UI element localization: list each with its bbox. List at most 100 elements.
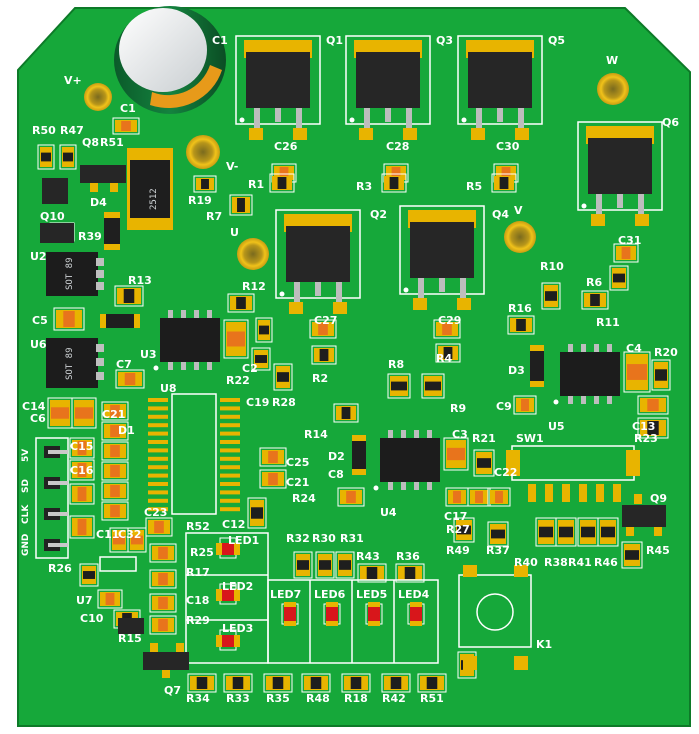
silk-label-q8: Q8: [82, 136, 99, 149]
mount-hole-v: [504, 221, 536, 253]
soic8-chip: [373, 430, 440, 491]
slide-switch-sw1: [506, 445, 640, 502]
led-frame: [185, 532, 439, 664]
header-label-5v: 5V: [21, 449, 31, 462]
smd-capacitor: [637, 395, 669, 415]
smd-capacitor: [69, 437, 95, 459]
silk-label-c25: C25: [286, 456, 309, 469]
silk-label-c29: C29: [438, 314, 461, 327]
smd-capacitor: [112, 117, 140, 135]
silk-label-r40: R40: [514, 556, 538, 569]
smd-resistor: [541, 282, 561, 310]
silk-label-d1: D1: [118, 424, 135, 437]
mosfet-package: [345, 35, 431, 140]
silk-label-c5: C5: [32, 314, 48, 327]
smd-capacitor: [149, 543, 177, 563]
smd-capacitor: [101, 461, 129, 481]
silk-label-led3: LED3: [222, 622, 253, 635]
silk-label-u3: U3: [140, 348, 157, 361]
silk-label-d2: D2: [328, 450, 345, 463]
pushbutton-k1: [458, 565, 532, 670]
silk-label-u4: U4: [380, 506, 397, 519]
smd-resistor: [581, 290, 609, 310]
smd-capacitor: [443, 437, 469, 471]
smd-resistor: [487, 521, 509, 547]
smd-resistor: [381, 173, 407, 193]
silk-label-c26: C26: [274, 140, 298, 153]
silk-label-r14: R14: [304, 428, 328, 441]
silk-label-r51b: R51: [420, 692, 444, 705]
silk-label-r8: R8: [388, 358, 404, 371]
smd-capacitor: [467, 487, 491, 507]
silk-label-q6: Q6: [662, 116, 679, 129]
smd-resistor: [335, 551, 355, 579]
smd-resistor: [357, 563, 387, 583]
silk-label-r33: R33: [226, 692, 250, 705]
transistor-q8: [80, 165, 126, 192]
transistor-misc: [42, 178, 144, 634]
smd-capacitor: [101, 421, 129, 441]
smd-led: [216, 629, 240, 651]
silk-label-u5: U5: [548, 420, 565, 433]
mount-hole-u: [237, 238, 269, 270]
soic8-chip: [553, 344, 620, 405]
smd-resistor: [269, 173, 295, 193]
mosfet-package: [275, 209, 361, 314]
electrolytic-capacitor: [114, 6, 226, 114]
smd-led: [407, 602, 425, 626]
smd-resistor: [251, 347, 271, 371]
soic-group: [153, 310, 620, 491]
silk-label-q5: Q5: [548, 34, 565, 47]
mount-hole-w: [597, 73, 629, 105]
smd-capacitor: [109, 527, 129, 553]
silk-label-c18: C18: [186, 594, 209, 607]
silk-label-c2: C2: [242, 362, 258, 375]
silk-label-r35: R35: [266, 692, 290, 705]
silk-label-k1: K1: [536, 638, 552, 651]
smd-capacitor: [127, 527, 147, 553]
silk-label-c21: C21: [102, 408, 125, 421]
silk-label-v_minus: V-: [226, 160, 238, 173]
smd-capacitor: [97, 589, 123, 609]
transistor-q9: [622, 494, 666, 536]
silk-label-c21b: C21: [286, 476, 309, 489]
mosfet-group: [235, 35, 663, 314]
silk-label-r32: R32: [286, 532, 310, 545]
silk-label-r49: R49: [446, 544, 470, 557]
silk-label-r5: R5: [466, 180, 482, 193]
silk-label-c17: C17: [444, 510, 467, 523]
silk-label-r37: R37: [486, 544, 510, 557]
smd-resistor: [315, 551, 335, 579]
silk-label-c23: C23: [144, 506, 167, 519]
silk-label-r45: R45: [646, 544, 670, 557]
silk-label-led1: LED1: [228, 534, 259, 547]
silk-label-w: W: [606, 54, 618, 67]
smd-capacitor: [69, 483, 95, 505]
silk-label-r25: R25: [190, 546, 214, 559]
smd-resistor: [473, 449, 495, 477]
silk-label-r34: R34: [186, 692, 210, 705]
smd-capacitor: [513, 395, 537, 415]
smd-capacitor: [487, 487, 511, 507]
silk-label-c19: C19: [246, 396, 269, 409]
u2-marking: SOT 89: [65, 257, 75, 290]
diode-d-c5: [100, 314, 140, 328]
smd-capacitor: [149, 569, 177, 589]
mosfet-package: [457, 35, 543, 140]
silk-label-r31: R31: [340, 532, 364, 545]
silk-label-d4: D4: [90, 196, 107, 209]
silk-label-r29: R29: [186, 614, 210, 627]
smd-capacitor: [115, 369, 145, 389]
silk-label-q7: Q7: [164, 684, 181, 697]
smd-resistor: [555, 517, 577, 547]
smd-led: [216, 537, 240, 559]
silk-label-r10: R10: [540, 260, 564, 273]
silk-label-r20: R20: [654, 346, 678, 359]
smd-capacitor: [69, 459, 95, 481]
silk-label-r21: R21: [472, 432, 496, 445]
silk-label-led2: LED2: [222, 580, 253, 593]
diode-d3: [530, 345, 544, 387]
silk-label-r22: R22: [226, 374, 250, 387]
smd-capacitor: [149, 593, 177, 613]
